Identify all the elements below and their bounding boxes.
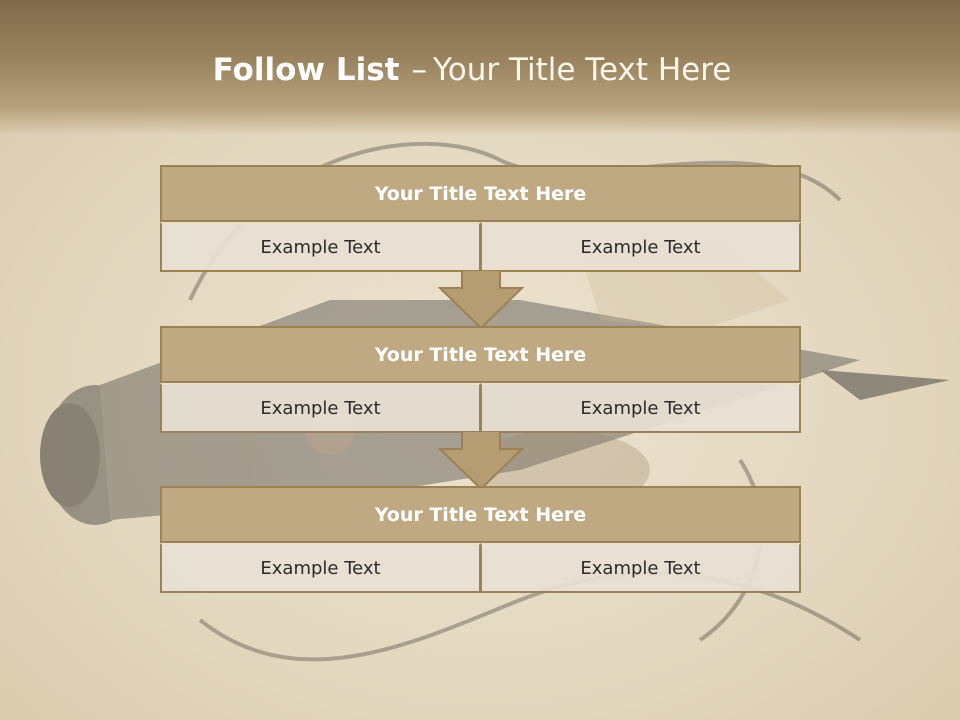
- block-cell-left: Example Text: [160, 543, 481, 593]
- down-arrow-icon: [438, 270, 524, 330]
- block-heading: Your Title Text Here: [160, 326, 801, 383]
- block-cell-right: Example Text: [481, 383, 801, 433]
- title-rest-part: Your Title Text Here: [432, 52, 732, 88]
- block-heading: Your Title Text Here: [160, 486, 801, 543]
- list-block-1: Your Title Text Here Example Text Exampl…: [160, 165, 801, 272]
- block-heading: Your Title Text Here: [160, 165, 801, 222]
- block-cell-left: Example Text: [160, 383, 481, 433]
- title-dash: –: [411, 52, 427, 88]
- block-row: Example Text Example Text: [160, 543, 801, 593]
- title-bold-part: Follow List: [212, 52, 400, 88]
- block-row: Example Text Example Text: [160, 383, 801, 433]
- list-block-2: Your Title Text Here Example Text Exampl…: [160, 326, 801, 433]
- down-arrow-icon: [438, 431, 524, 491]
- header-band: [0, 0, 960, 135]
- list-block-3: Your Title Text Here Example Text Exampl…: [160, 486, 801, 593]
- block-cell-right: Example Text: [481, 222, 801, 272]
- block-cell-left: Example Text: [160, 222, 481, 272]
- block-cell-right: Example Text: [481, 543, 801, 593]
- block-row: Example Text Example Text: [160, 222, 801, 272]
- slide-title: Follow List–Your Title Text Here: [0, 52, 944, 88]
